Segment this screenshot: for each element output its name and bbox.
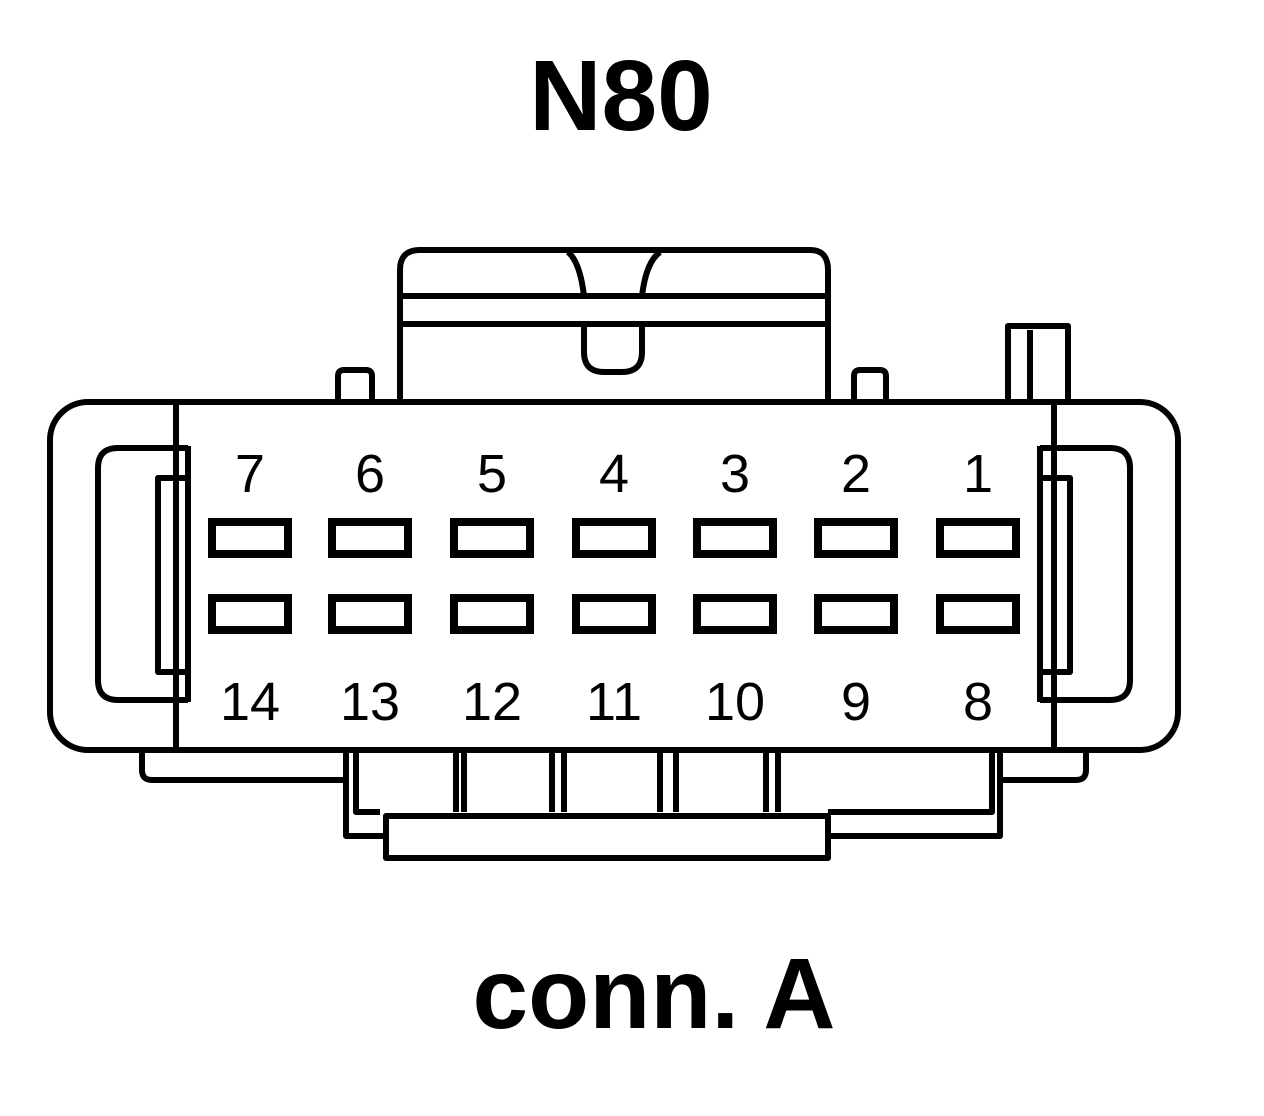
pin-label-3: 3 xyxy=(720,444,750,504)
pin-label-1: 1 xyxy=(963,444,993,504)
connector-subtitle: conn. A xyxy=(473,938,836,1050)
pin-label-8: 8 xyxy=(963,672,993,732)
pin-label-14: 14 xyxy=(220,672,280,732)
pin-cavity-4 xyxy=(572,518,656,558)
pin-label-9: 9 xyxy=(841,672,871,732)
pin-cavity-1 xyxy=(936,518,1020,558)
pin-label-4: 4 xyxy=(599,444,629,504)
top-latch xyxy=(397,247,831,400)
pin-cavity-8 xyxy=(936,594,1020,634)
pin-label-12: 12 xyxy=(462,672,522,732)
pin-cavity-2 xyxy=(814,518,898,558)
pin-row-bottom: 14 13 12 11 10 9 8 xyxy=(208,594,1020,732)
pin-cavity-6 xyxy=(328,518,412,558)
pin-label-11: 11 xyxy=(586,672,642,732)
connector-title: N80 xyxy=(529,40,712,152)
pin-cavity-3 xyxy=(693,518,777,558)
bottom-skirt xyxy=(139,752,1089,861)
pin-cavity-10 xyxy=(693,594,777,634)
pin-cavity-5 xyxy=(450,518,534,558)
locating-pegs xyxy=(335,323,1071,400)
connector-body xyxy=(47,399,1181,753)
pin-label-2: 2 xyxy=(841,444,871,504)
pin-cavity-7 xyxy=(208,518,292,558)
pin-cavity-13 xyxy=(328,594,412,634)
pin-label-13: 13 xyxy=(340,672,400,732)
pin-cavity-12 xyxy=(450,594,534,634)
pin-label-5: 5 xyxy=(477,444,507,504)
pin-cavity-9 xyxy=(814,594,898,634)
side-clips xyxy=(95,445,1133,703)
pin-cavity-11 xyxy=(572,594,656,634)
pin-label-10: 10 xyxy=(705,672,765,732)
pin-label-6: 6 xyxy=(355,444,385,504)
pin-label-7: 7 xyxy=(235,444,265,504)
pin-cavity-14 xyxy=(208,594,292,634)
pin-row-top: 7 6 5 4 3 2 1 xyxy=(208,444,1020,558)
